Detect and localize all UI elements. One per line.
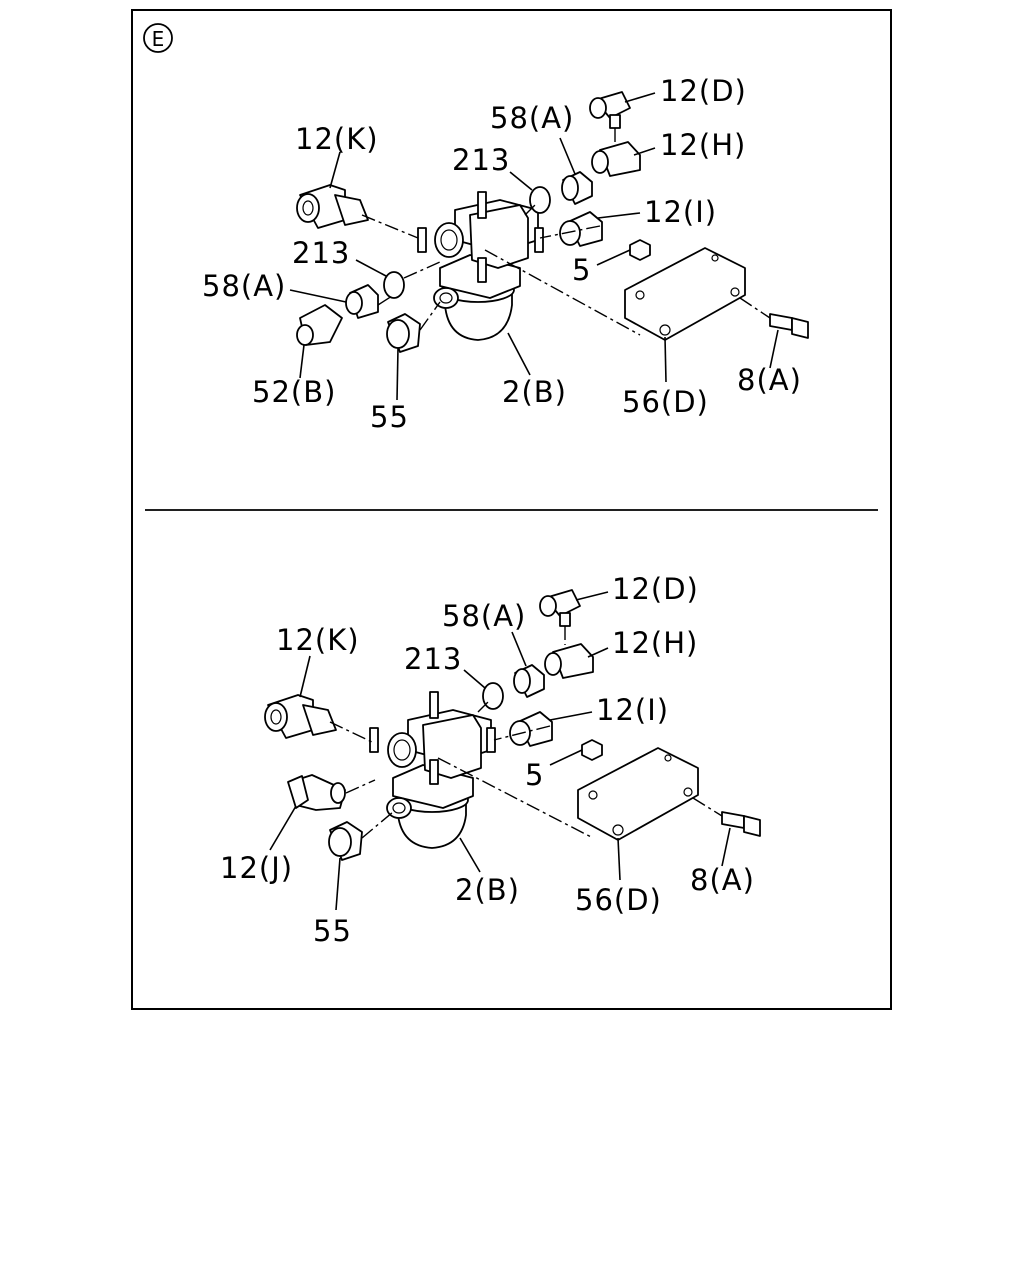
label-56d: 56(D)	[622, 385, 709, 419]
elbow-fitting-k	[296, 184, 369, 229]
bracket-56d	[624, 247, 746, 341]
nut-5-lower	[581, 739, 603, 761]
elbow-fitting-d	[589, 91, 631, 129]
tee-52b	[296, 304, 343, 346]
label-12k-lower: 12(K)	[276, 623, 360, 657]
stud-bolts	[417, 191, 544, 283]
label-213-left: 213	[292, 236, 350, 270]
label-12h: 12(H)	[660, 128, 746, 162]
label-52b: 52(B)	[252, 375, 336, 409]
stud-bolts-lower	[369, 691, 496, 785]
diagram-frame	[131, 9, 892, 1010]
label-12j-lower: 12(J)	[220, 851, 293, 885]
label-2b: 2(B)	[502, 375, 567, 409]
label-12i-lower: 12(I)	[596, 693, 669, 727]
label-12i: 12(I)	[644, 195, 717, 229]
section-marker-letter: E	[152, 27, 165, 51]
plug-55-lower	[328, 821, 363, 861]
label-58a-lower: 58(A)	[442, 599, 526, 633]
elbow-fitting-d-lower	[539, 589, 581, 627]
oring-top	[529, 186, 551, 214]
label-12k: 12(K)	[295, 122, 379, 156]
fitting-j-lower	[287, 774, 346, 811]
tee-fitting-h	[591, 141, 641, 177]
label-55: 55	[370, 400, 409, 434]
label-12d: 12(D)	[660, 74, 747, 108]
adapter-58-left	[345, 284, 379, 319]
label-55-lower: 55	[313, 914, 352, 948]
oring-left	[383, 271, 405, 299]
oring-top-lower	[482, 682, 504, 710]
label-2b-lower: 2(B)	[455, 873, 520, 907]
elbow-fitting-k-lower	[264, 694, 337, 739]
label-56d-lower: 56(D)	[575, 883, 662, 917]
label-213-lower: 213	[404, 642, 462, 676]
bracket-56d-lower	[577, 747, 699, 841]
lower-panel: 12(D) 12(H) 58(A) 213 12(K) 12(I) 5 12(J…	[220, 572, 761, 948]
lower-leader-lines	[329, 626, 723, 839]
adapter-58-top	[561, 171, 593, 205]
plug-55	[386, 313, 421, 353]
label-12d-lower: 12(D)	[612, 572, 699, 606]
fitting-i	[559, 211, 603, 247]
adapter-58-top-lower	[513, 664, 545, 698]
label-12h-lower: 12(H)	[612, 626, 698, 660]
nut-5	[629, 239, 651, 261]
valve-body-lower	[386, 709, 492, 849]
section-marker: E	[143, 23, 173, 53]
fitting-i-lower	[509, 711, 553, 747]
label-58a-top: 58(A)	[490, 101, 574, 135]
label-8a: 8(A)	[737, 363, 802, 397]
label-8a-lower: 8(A)	[690, 863, 755, 897]
upper-panel: 12(D) 12(H) 58(A) 213 12(K) 12(I) 213 5 …	[202, 74, 809, 434]
lower-callout-lines	[269, 591, 731, 911]
bolt-8a-lower	[721, 811, 761, 837]
upper-callout-lines	[289, 92, 779, 401]
label-5: 5	[572, 253, 591, 287]
upper-leader-lines	[361, 128, 771, 336]
label-58a-left: 58(A)	[202, 269, 286, 303]
tee-fitting-h-lower	[544, 643, 594, 679]
label-213-top: 213	[452, 143, 510, 177]
label-5-lower: 5	[525, 758, 544, 792]
bolt-8a	[769, 313, 809, 339]
